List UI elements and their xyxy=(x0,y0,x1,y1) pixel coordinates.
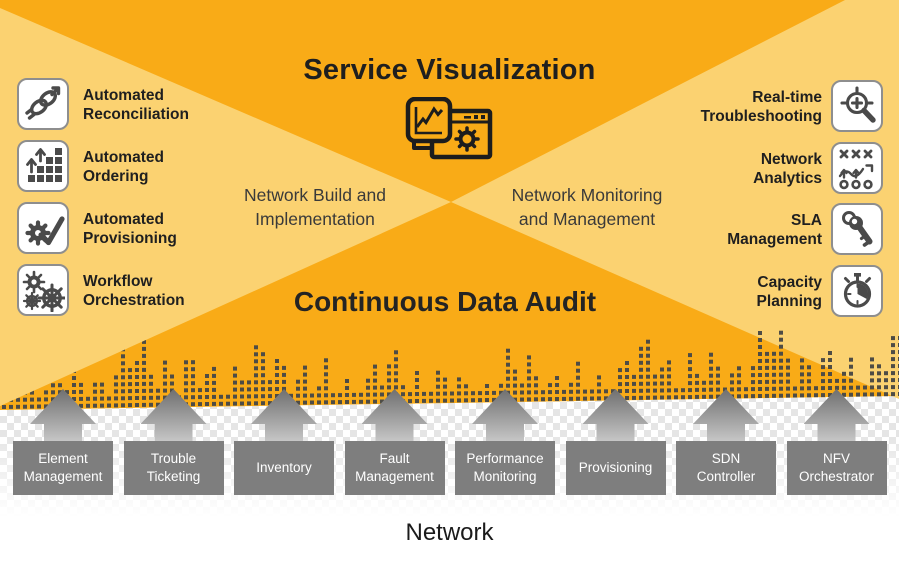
up-arrow xyxy=(472,389,538,443)
stacked-squares-arrows-icon xyxy=(17,140,69,192)
continuous-data-audit-title: Continuous Data Audit xyxy=(293,286,597,317)
up-arrow xyxy=(693,389,759,443)
window-dash xyxy=(464,116,471,119)
up-arrow xyxy=(251,389,317,443)
up-arrow xyxy=(803,389,870,443)
up-arrow xyxy=(582,389,649,443)
window-chart-gear-icon xyxy=(405,97,493,160)
capability-box-row: Element Management Trouble Ticketing Inv… xyxy=(13,441,887,495)
keys-icon xyxy=(831,203,883,255)
arrow-row xyxy=(13,389,887,443)
box-nfv-orchestrator: NFV Orchestrator xyxy=(786,441,887,495)
zone-left-line1: Network Build and xyxy=(243,185,387,205)
page-title: Service Visualization xyxy=(303,54,596,86)
zone-right-line1: Network Monitoring xyxy=(511,185,663,205)
strategy-board-icon xyxy=(831,142,883,194)
box-fault-management: Fault Management xyxy=(344,441,445,495)
gears-icon xyxy=(17,264,69,316)
zone-left-line2: Implementation xyxy=(255,209,375,229)
chart-panel xyxy=(405,97,453,144)
window-dot xyxy=(481,115,485,119)
zone-network-build: Network Build and Implementation xyxy=(205,183,425,231)
window-dot xyxy=(474,115,478,119)
up-arrow xyxy=(30,389,96,443)
network-label: Network xyxy=(405,519,494,546)
banner-light-right-triangle xyxy=(451,0,899,399)
box-element-management: Element Management xyxy=(13,441,113,495)
chain-link-icon xyxy=(17,78,69,130)
magnifier-target-icon xyxy=(831,80,883,132)
box-performance-monitoring: Performance Monitoring xyxy=(455,441,555,495)
gear-check-icon xyxy=(17,202,69,254)
box-inventory: Inventory xyxy=(234,441,334,495)
zone-network-monitoring: Network Monitoring and Management xyxy=(477,183,697,231)
box-provisioning: Provisioning xyxy=(565,441,666,495)
stopwatch-icon xyxy=(831,265,883,317)
box-trouble-ticketing: Trouble Ticketing xyxy=(123,441,224,495)
up-arrow xyxy=(361,389,428,443)
banner-light-left-triangle xyxy=(0,8,451,406)
up-arrow xyxy=(140,389,207,443)
zone-right-line2: and Management xyxy=(518,209,656,229)
box-sdn-controller: SDN Controller xyxy=(676,441,776,495)
